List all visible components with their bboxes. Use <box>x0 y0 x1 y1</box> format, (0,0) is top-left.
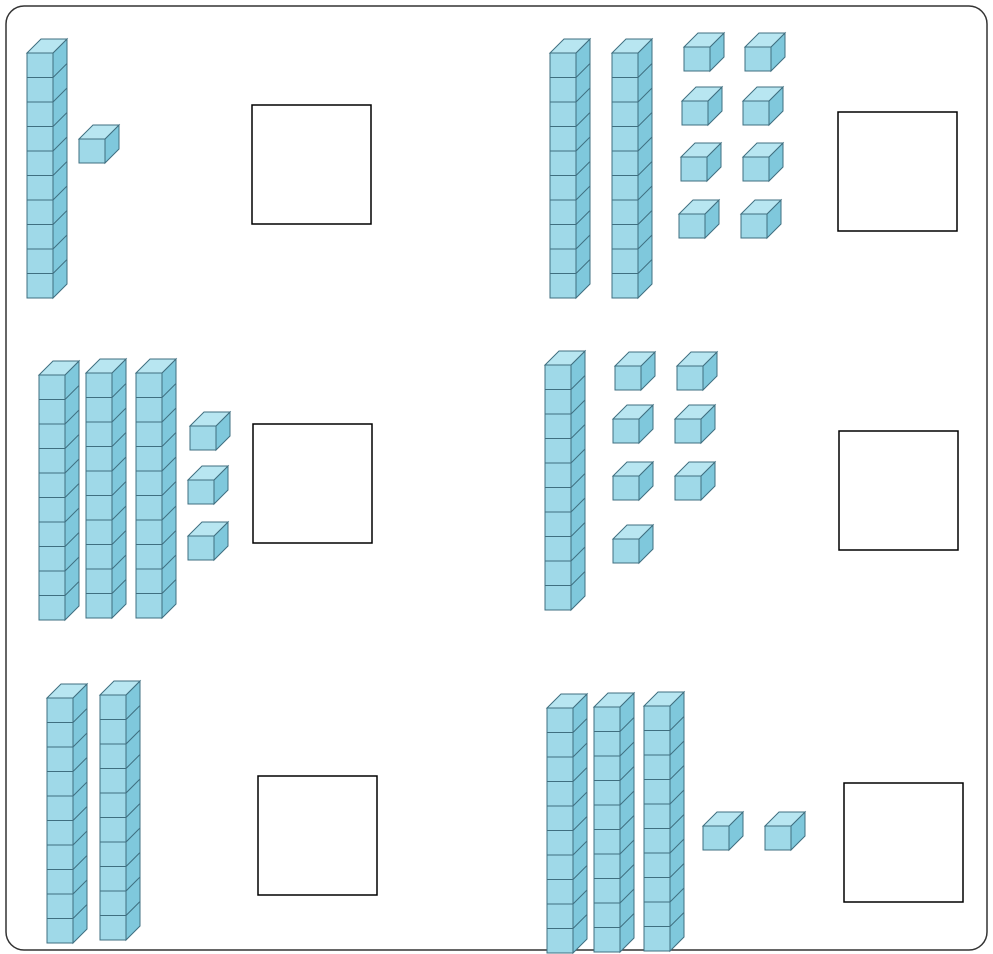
answer-box[interactable] <box>844 783 963 902</box>
tens-rod <box>545 351 585 610</box>
tens-rod <box>550 39 590 298</box>
tens-rod <box>39 361 79 620</box>
answer-box[interactable] <box>839 431 958 550</box>
tens-rod <box>594 693 634 952</box>
tens-rod <box>86 359 126 618</box>
answer-box[interactable] <box>253 424 372 543</box>
tens-rod <box>100 681 140 940</box>
tens-rod <box>644 692 684 951</box>
tens-rod <box>136 359 176 618</box>
tens-rod <box>27 39 67 298</box>
tens-rod <box>612 39 652 298</box>
answer-box[interactable] <box>258 776 377 895</box>
tens-rod <box>547 694 587 953</box>
answer-box[interactable] <box>838 112 957 231</box>
tens-rod <box>47 684 87 943</box>
answer-box[interactable] <box>252 105 371 224</box>
